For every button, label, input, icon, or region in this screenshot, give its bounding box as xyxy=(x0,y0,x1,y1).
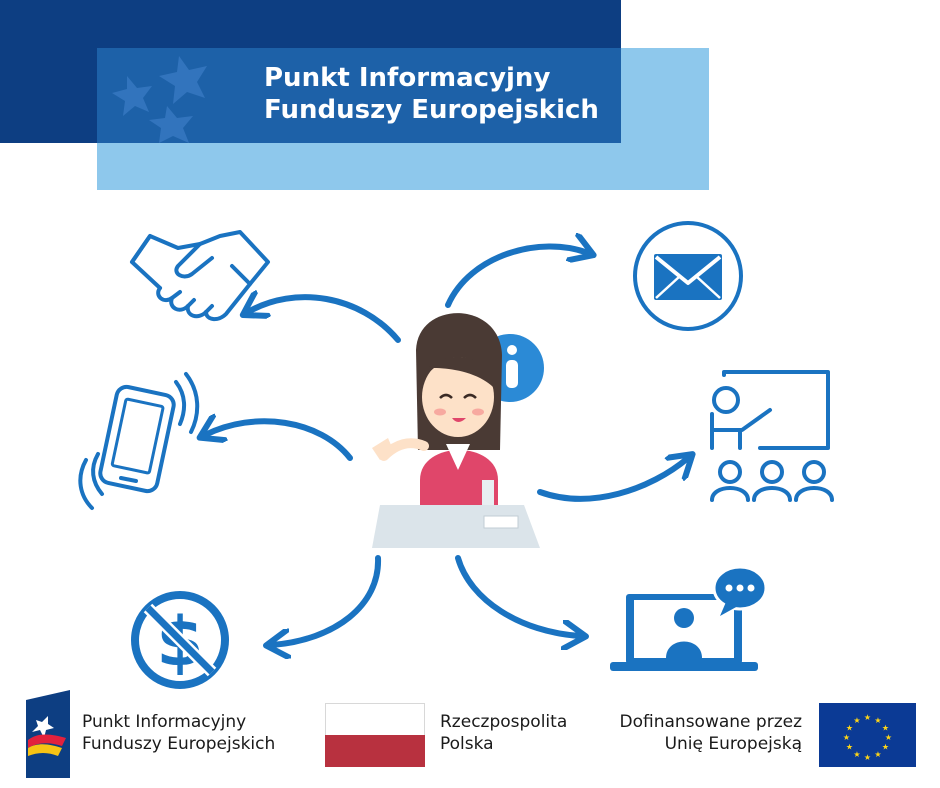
svg-text:★: ★ xyxy=(853,750,860,759)
svg-text:★: ★ xyxy=(846,743,853,752)
fe-logo-line2: Funduszy Europejskich xyxy=(82,734,276,754)
header-title-line2: Funduszy Europejskich xyxy=(264,95,599,125)
svg-text:★: ★ xyxy=(874,750,881,759)
rp-logo-text: Rzeczpospolita Polska xyxy=(440,711,567,755)
star-pattern-icon xyxy=(112,56,207,143)
polish-flag xyxy=(325,703,425,767)
envelope-icon xyxy=(633,221,743,331)
arrow-to-phone xyxy=(205,421,353,461)
fe-logo-icon xyxy=(26,690,70,778)
video-chat-icon xyxy=(610,565,768,671)
header-title: Punkt Informacyjny Funduszy Europejskich xyxy=(264,62,599,126)
handshake-icon xyxy=(130,230,270,321)
header-title-line1: Punkt Informacyjny xyxy=(264,63,551,93)
receptionist-illustration xyxy=(372,313,540,548)
eu-logo-line1: Dofinansowane przez xyxy=(619,712,802,732)
svg-text:★: ★ xyxy=(864,713,871,722)
svg-text:★: ★ xyxy=(874,716,881,725)
info-point-illustration: $ xyxy=(78,221,834,689)
presentation-icon xyxy=(710,370,834,502)
header-logo-panel xyxy=(97,48,621,143)
arrow-to-envelope xyxy=(445,246,588,308)
svg-text:★: ★ xyxy=(843,733,850,742)
eu-stars-icon: ★ ★ ★ ★ ★ ★ ★ ★ ★ ★ ★ ★ xyxy=(843,713,892,762)
svg-text:★: ★ xyxy=(882,724,889,733)
arrow-to-no-dollar xyxy=(272,555,382,645)
eu-flag: ★ ★ ★ ★ ★ ★ ★ ★ ★ ★ ★ ★ xyxy=(819,703,916,767)
arrow-to-video-chat xyxy=(455,555,580,636)
fe-logo-line1: Punkt Informacyjny xyxy=(82,712,247,732)
svg-text:★: ★ xyxy=(853,716,860,725)
svg-text:★: ★ xyxy=(882,743,889,752)
eu-logo-line2: Unię Europejską xyxy=(664,734,802,754)
rp-logo-line1: Rzeczpospolita xyxy=(440,712,568,732)
fe-logo-text: Punkt Informacyjny Funduszy Europejskich xyxy=(82,711,275,755)
arrow-to-presentation xyxy=(537,458,688,502)
svg-text:★: ★ xyxy=(885,733,892,742)
rp-logo-line2: Polska xyxy=(440,734,494,754)
smartphone-icon xyxy=(78,372,200,510)
eu-logo-text: Dofinansowane przez Unię Europejską xyxy=(560,711,802,755)
no-dollar-icon: $ xyxy=(131,591,229,689)
arrow-to-handshake xyxy=(248,297,401,343)
svg-text:★: ★ xyxy=(846,724,853,733)
svg-text:★: ★ xyxy=(864,753,871,762)
